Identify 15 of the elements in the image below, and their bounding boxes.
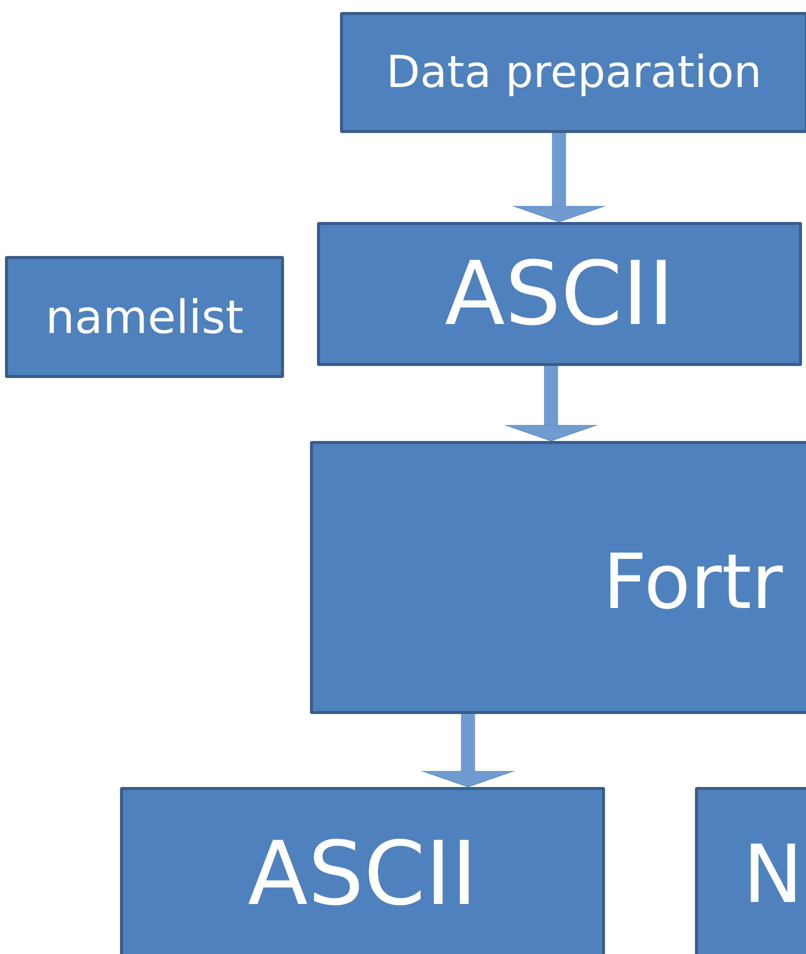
box-label: Fortr [603, 544, 783, 620]
box-label: namelist [45, 294, 244, 340]
box-label: ASCII [444, 250, 674, 338]
process-box [317, 222, 802, 366]
process-box [5, 256, 284, 378]
process-box [340, 12, 806, 133]
box-label: ASCII [248, 830, 478, 918]
process-box [695, 787, 806, 954]
box-label: Data preparation [386, 50, 762, 94]
box-label: N [743, 835, 803, 915]
block-arrow [422, 714, 514, 788]
process-box [120, 787, 605, 954]
block-arrow [512, 133, 606, 222]
block-arrow [504, 366, 598, 442]
process-box [310, 441, 806, 714]
